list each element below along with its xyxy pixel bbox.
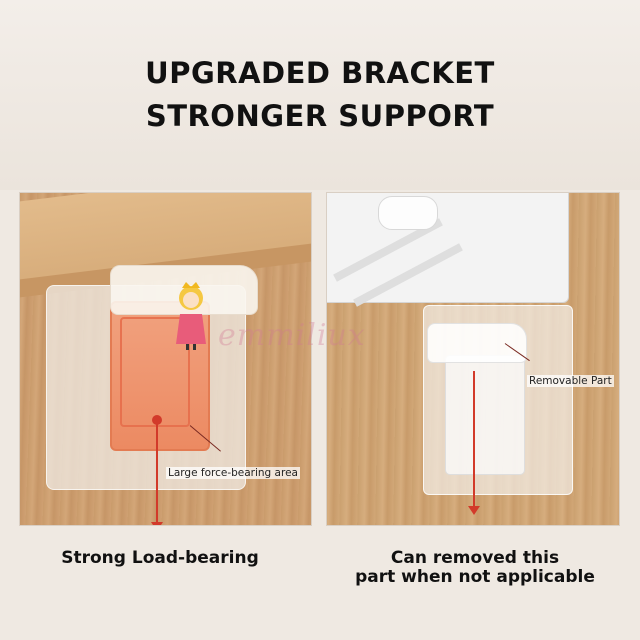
watermark-logo: emmiliux xyxy=(218,318,366,353)
removable-caption-line-2: part when not applicable xyxy=(355,567,595,587)
bracket-body-clear xyxy=(445,355,525,475)
left-product-panel: Large force-bearing area xyxy=(19,192,312,526)
headline-line-1: UPGRADED BRACKET xyxy=(145,56,495,90)
down-arrow-icon xyxy=(468,371,480,515)
princess-mascot-icon xyxy=(176,282,206,350)
cabinet-slat xyxy=(353,243,463,307)
removable-part-annotation: Removable Part xyxy=(527,375,614,387)
load-bearing-caption: Strong Load-bearing xyxy=(61,548,259,568)
annotation-dot xyxy=(152,415,162,425)
header-banner xyxy=(0,0,640,190)
white-cabinet xyxy=(327,193,569,307)
down-arrow-icon xyxy=(151,423,163,525)
cabinet-knob xyxy=(378,196,438,230)
headline-line-2: STRONGER SUPPORT xyxy=(145,99,495,133)
force-area-annotation: Large force-bearing area xyxy=(166,467,300,479)
bracket-inner-frame xyxy=(120,317,190,427)
removable-caption-line-1: Can removed this xyxy=(390,548,560,568)
right-product-panel: Removable Part xyxy=(326,192,620,526)
removable-hook xyxy=(427,323,527,363)
